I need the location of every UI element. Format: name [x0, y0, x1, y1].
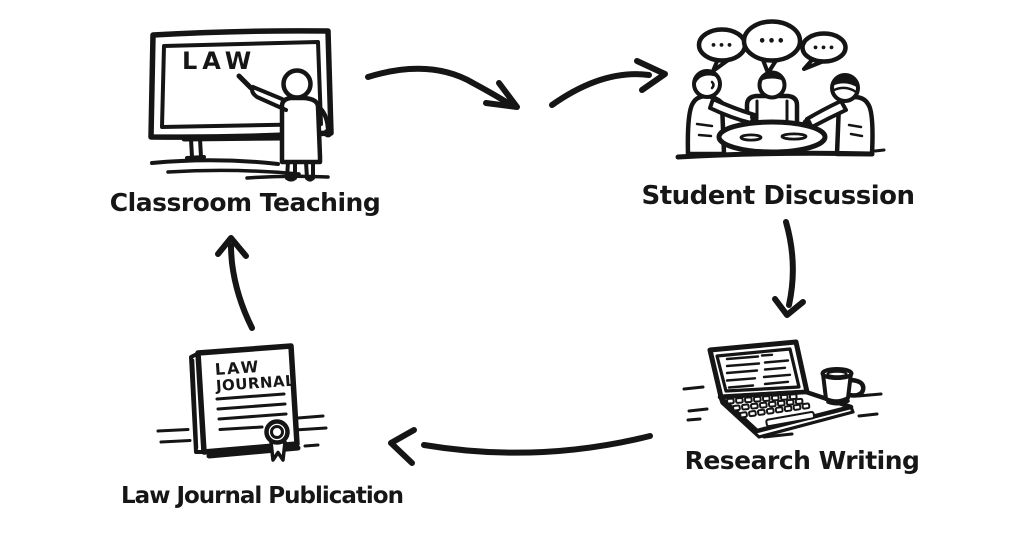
bubble-dots: ••• [758, 35, 786, 50]
teacher-left-leg [285, 160, 297, 182]
journal-page-edge [191, 358, 199, 450]
mug-body [821, 371, 853, 404]
student-right [805, 73, 875, 157]
arrow-shaft [228, 243, 255, 331]
student-cap [832, 75, 858, 88]
shading-lines [695, 122, 714, 138]
speech-bubble-center [741, 19, 803, 63]
whiteboard-stand-leg [185, 137, 206, 160]
label-law-journal-publication: Law Journal Publication [121, 483, 404, 509]
teacher-right-leg [304, 160, 315, 182]
arrow-shaft [421, 433, 653, 456]
journal-title-line1: LAW [214, 357, 261, 379]
arrow-shaft [365, 65, 514, 108]
label-classroom-teaching: Classroom Teaching [109, 188, 381, 217]
arrow-shaft [549, 71, 652, 108]
journal-text-lines [215, 392, 288, 431]
mug-rim-inner [826, 370, 848, 378]
mug-shadow [826, 399, 850, 406]
label-research-writing: Research Writing [684, 446, 920, 475]
seal-inner [270, 425, 284, 439]
ground-tick [873, 148, 886, 153]
ground-line [150, 158, 280, 166]
laptop-screen-inner [715, 347, 801, 393]
whiteboard-teacher-icon: LAW [148, 28, 334, 182]
arrow-head [215, 235, 249, 259]
spacebar-key [765, 410, 816, 428]
seal-outer [264, 419, 290, 445]
arrow-classroom-to-discussion [365, 58, 668, 110]
teacher-body [279, 95, 323, 165]
journal-title-line2: JOURNAL [214, 372, 295, 396]
ground-line [675, 150, 875, 160]
speech-bubble-right [800, 31, 848, 64]
speed-lines [682, 385, 883, 439]
bubble-dots: ••• [812, 42, 836, 55]
journal-cover-text: LAW JOURNAL [214, 357, 296, 396]
whiteboard-inner-frame [160, 40, 323, 129]
student-ear [710, 80, 715, 90]
bubble-dots: ••• [710, 39, 734, 52]
group-discussion-icon: ••• ••• ••• [675, 19, 886, 160]
shading-lines [847, 123, 864, 138]
discussion-table [716, 119, 828, 155]
teacher-hand [323, 128, 333, 138]
laptop-keys [726, 393, 816, 428]
screen-text-lines [725, 353, 792, 389]
arrow-discussion-to-research [772, 219, 806, 318]
arrow-shaft [783, 219, 796, 308]
student-left [685, 69, 757, 157]
arrow-research-to-journal [388, 427, 653, 466]
label-student-discussion: Student Discussion [641, 181, 915, 211]
mug-handle [846, 377, 866, 398]
arrow-head [772, 296, 806, 318]
student-hair [693, 71, 719, 90]
speed-lines [156, 414, 328, 448]
laptop-base-edge [718, 395, 855, 439]
ground-line [166, 168, 301, 176]
teacher-lower-arm [315, 103, 331, 131]
marker-pen [236, 73, 254, 91]
arrow-head [634, 58, 668, 93]
teacher-head [281, 68, 313, 100]
journal-seal-icon: LAW JOURNAL [156, 343, 328, 462]
student-hair [760, 72, 784, 81]
coffee-mug [820, 367, 866, 406]
laptop-coffee-icon [682, 339, 883, 439]
arrow-head [388, 427, 417, 466]
arrow-head [483, 80, 520, 110]
student-hand [750, 113, 758, 121]
table-paper [739, 133, 763, 142]
table-paper [780, 132, 808, 141]
arrow-journal-to-classroom [215, 235, 255, 331]
whiteboard-board-text: LAW [182, 47, 256, 75]
cap-brim [832, 86, 858, 94]
teacher-figure [236, 68, 333, 182]
